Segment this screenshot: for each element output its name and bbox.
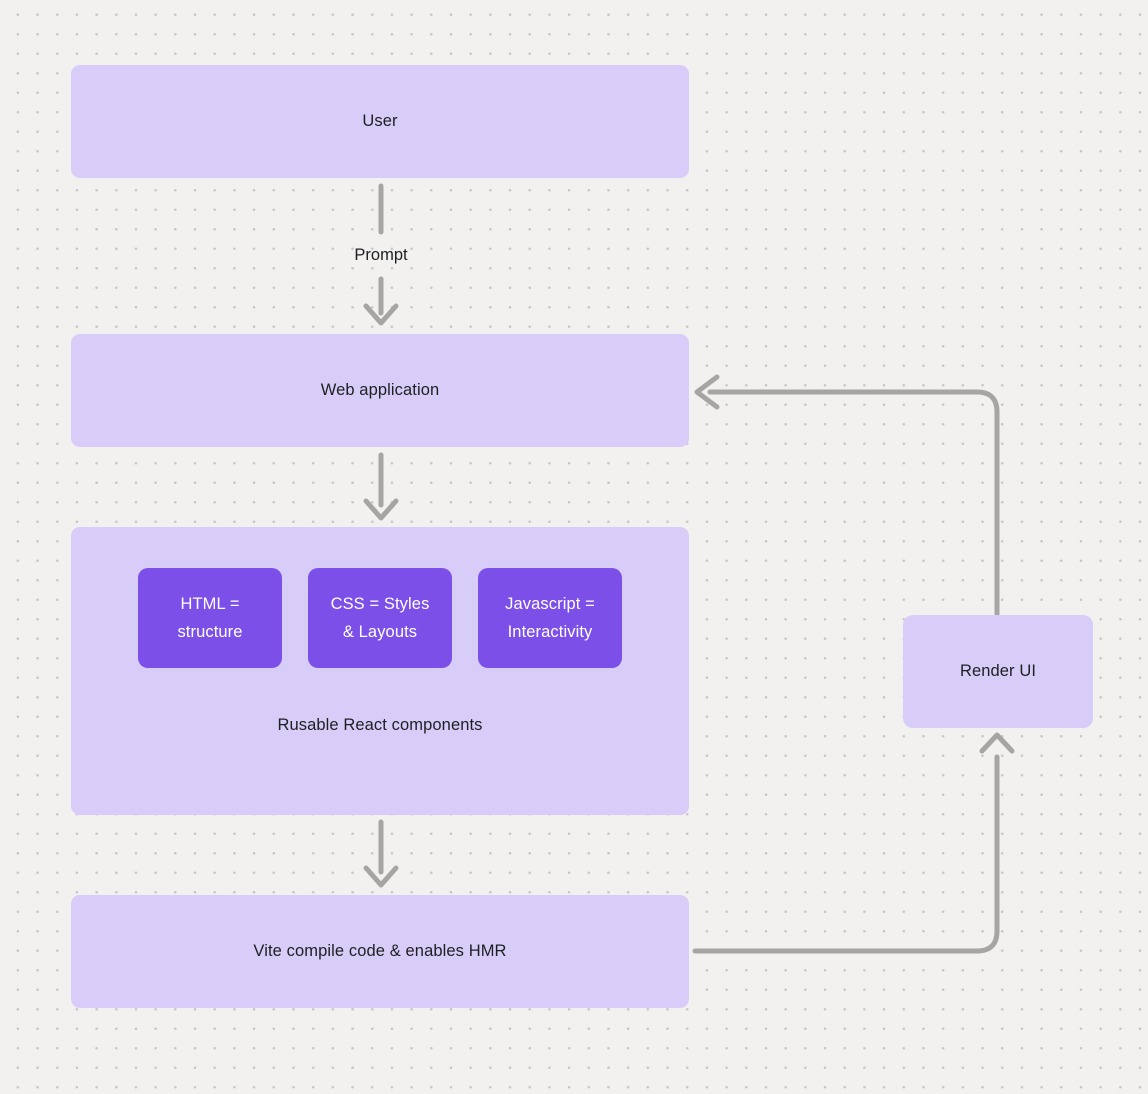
node-css-label-line2: & Layouts [342,623,418,641]
components-group-caption: Rusable React components [277,716,483,734]
connector-web-application-to-components-arrowhead [363,498,399,521]
node-render-ui-label: Render UI [959,662,1037,680]
node-components-group[interactable]: HTML = structure CSS = Styles & Layouts … [71,527,689,815]
node-css-label-line1: CSS = Styles [330,595,430,613]
connector-render-ui-to-web-application-arrowhead [694,374,720,410]
connector-prompt-to-web-application-arrowhead [363,303,399,326]
node-vite[interactable]: Vite compile code & enables HMR [71,895,689,1008]
connector-components-to-vite-arrowhead [363,865,399,888]
connector-vite-to-render-ui [692,754,1000,954]
node-javascript-label-line2: Interactivity [507,623,593,641]
node-html-label-line2: structure [177,623,243,641]
node-vite-label: Vite compile code & enables HMR [253,942,507,960]
edge-label-prompt: Prompt [354,246,408,264]
node-render-ui[interactable]: Render UI [903,615,1093,728]
node-html-label-line1: HTML = [180,595,240,613]
node-user-label: User [362,112,398,130]
node-css[interactable]: CSS = Styles & Layouts [308,568,452,668]
node-web-application-label: Web application [320,381,440,399]
connector-render-ui-to-web-application [707,389,1000,617]
node-user[interactable]: User [71,65,689,178]
connector-vite-to-render-ui-arrowhead [979,732,1015,754]
node-javascript[interactable]: Javascript = Interactivity [478,568,622,668]
node-web-application[interactable]: Web application [71,334,689,447]
node-html[interactable]: HTML = structure [138,568,282,668]
node-javascript-label-line1: Javascript = [505,595,595,613]
